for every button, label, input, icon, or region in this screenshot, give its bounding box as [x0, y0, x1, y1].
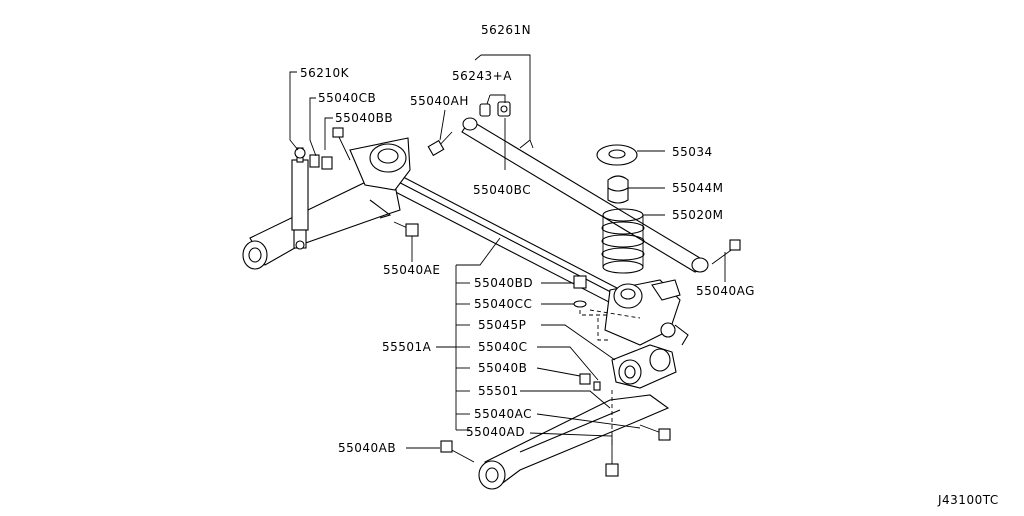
right-axle-end: [604, 279, 689, 346]
coil-spring: [601, 208, 645, 274]
bolt-55040ab: [440, 440, 475, 463]
label-55040AC: 55040AC: [474, 407, 533, 421]
label-56210K: 56210K: [300, 66, 350, 80]
label-55501: 55501: [478, 384, 519, 398]
bolt-55040ag: [711, 239, 741, 265]
label-55044M: 55044M: [672, 181, 724, 195]
label-55045P: 55045P: [478, 318, 527, 332]
label-56243A: 56243+A: [452, 69, 512, 83]
leader-lines: [289, 54, 726, 449]
label-55040AH: 55040AH: [410, 94, 469, 108]
label-55034: 55034: [672, 145, 713, 159]
label-55040AG: 55040AG: [696, 284, 755, 298]
label-55040C: 55040C: [478, 340, 528, 354]
label-55040BC: 55040BC: [473, 183, 532, 197]
bushing-56243: [479, 101, 511, 117]
label-55020M: 55020M: [672, 208, 724, 222]
label-56261N: 56261N: [481, 23, 532, 37]
label-55040BB: 55040BB: [335, 111, 394, 125]
label-55040CC: 55040CC: [474, 297, 533, 311]
label-55040AB: 55040AB: [338, 441, 397, 455]
bolt-55040ah: [427, 131, 453, 157]
diagram-code: J43100TC: [938, 493, 999, 507]
nut-55040b: [579, 373, 601, 391]
label-55040CB: 55040CB: [318, 91, 377, 105]
shock-absorber: [291, 147, 309, 250]
lateral-rod: [461, 117, 709, 273]
label-55040BD: 55040BD: [474, 276, 534, 290]
left-trailing-arm: [242, 137, 411, 270]
label-55040AD: 55040AD: [466, 425, 526, 439]
right-trailing-arm: [478, 394, 670, 490]
bolt-55040ae: [393, 221, 419, 237]
label-55040AE: 55040AE: [383, 263, 441, 277]
bolt-55040ad: [605, 440, 619, 477]
nut-55040cb: [309, 154, 333, 170]
bolt-55040ac: [639, 424, 671, 441]
assembly-guides: [579, 309, 641, 440]
label-55501A: 55501A: [382, 340, 432, 354]
bump-stop: [607, 175, 629, 204]
label-55040B: 55040B: [478, 361, 528, 375]
bolt-55040bb: [332, 127, 351, 161]
spring-seat: [596, 144, 638, 166]
bushing-bracket: [611, 344, 677, 389]
washer-55040cc: [573, 300, 587, 308]
nut-55040bd: [573, 275, 587, 289]
